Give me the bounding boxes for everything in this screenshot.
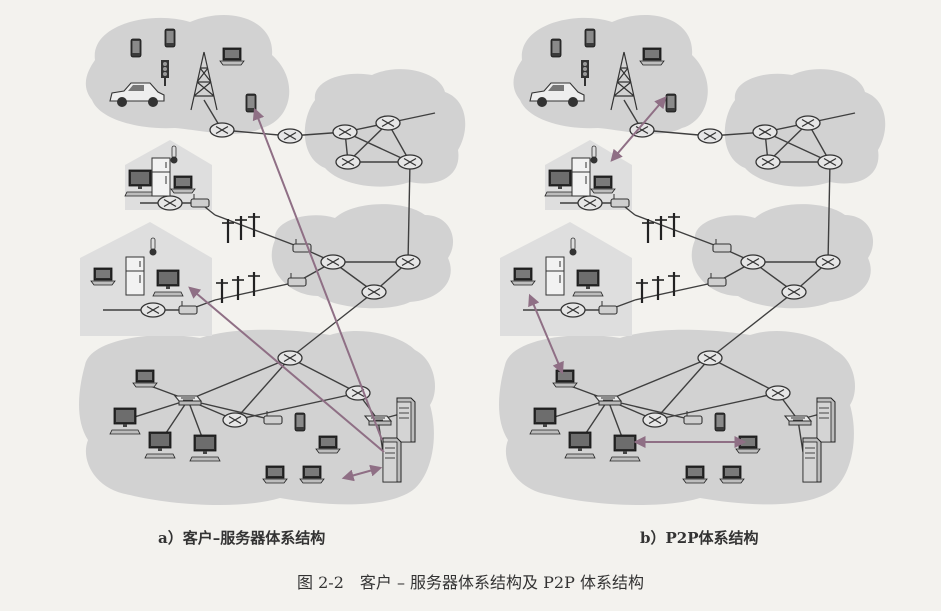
phone-icon	[714, 412, 726, 432]
phone-icon	[665, 93, 677, 113]
server-icon	[816, 397, 836, 443]
refrigerator-icon	[151, 157, 171, 197]
laptop-icon	[315, 435, 341, 454]
refrigerator-icon	[545, 256, 565, 296]
desktop-icon	[189, 434, 221, 462]
router-icon	[697, 128, 723, 144]
laptop-icon	[590, 175, 616, 194]
laptop-icon	[682, 465, 708, 484]
router-icon	[577, 195, 603, 211]
router-icon	[781, 284, 807, 300]
desktop-icon	[544, 169, 576, 197]
router-icon	[395, 254, 421, 270]
router-icon	[697, 350, 723, 366]
switch-icon	[594, 395, 622, 406]
router-icon	[397, 154, 423, 170]
laptop-icon	[552, 369, 578, 388]
router-icon	[795, 115, 821, 131]
laptop-icon	[132, 369, 158, 388]
desktop-icon	[144, 431, 176, 459]
panel-a	[79, 14, 466, 506]
phone-icon	[164, 28, 176, 48]
router-icon	[815, 254, 841, 270]
server-icon	[382, 437, 402, 483]
enterprise-network-cloud	[79, 329, 435, 506]
router-icon	[277, 350, 303, 366]
laptop-icon	[299, 465, 325, 484]
router-icon	[560, 302, 586, 318]
router-icon	[335, 154, 361, 170]
laptop-icon	[90, 267, 116, 286]
laptop-icon	[639, 47, 665, 66]
desktop-icon	[572, 269, 604, 297]
router-icon	[209, 122, 235, 138]
isp-cloud-middle	[271, 204, 454, 309]
router-icon	[222, 412, 248, 428]
router-icon	[320, 254, 346, 270]
router-icon	[755, 154, 781, 170]
router-icon	[765, 385, 791, 401]
laptop-icon	[170, 175, 196, 194]
server-icon	[802, 437, 822, 483]
router-icon	[642, 412, 668, 428]
router-icon	[277, 128, 303, 144]
laptop-icon	[510, 267, 536, 286]
switch-icon	[784, 415, 812, 426]
router-icon	[361, 284, 387, 300]
desktop-icon	[609, 434, 641, 462]
phone-icon	[245, 93, 257, 113]
desktop-icon	[124, 169, 156, 197]
enterprise-network-cloud	[499, 329, 855, 506]
mobile-network-cloud	[513, 14, 708, 134]
phone-icon	[550, 38, 562, 58]
server-icon	[396, 397, 416, 443]
desktop-icon	[529, 407, 561, 435]
laptop-icon	[735, 435, 761, 454]
router-icon	[752, 124, 778, 140]
mobile-network-cloud	[85, 14, 290, 134]
refrigerator-icon	[125, 256, 145, 296]
laptop-icon	[262, 465, 288, 484]
phone-icon	[130, 38, 142, 58]
laptop-icon	[219, 47, 245, 66]
router-icon	[817, 154, 843, 170]
caption-p2p: b）P2P体系结构	[640, 529, 759, 547]
isp-cloud-middle	[691, 204, 874, 309]
router-icon	[740, 254, 766, 270]
router-icon	[140, 302, 166, 318]
desktop-icon	[564, 431, 596, 459]
router-icon	[332, 124, 358, 140]
refrigerator-icon	[571, 157, 591, 197]
desktop-icon	[152, 269, 184, 297]
laptop-icon	[719, 465, 745, 484]
panel-b	[499, 14, 886, 506]
figure-title: 图 2-2 客户 – 服务器体系结构及 P2P 体系结构	[297, 573, 644, 592]
phone-icon	[584, 28, 596, 48]
router-icon	[157, 195, 183, 211]
desktop-icon	[109, 407, 141, 435]
switch-icon	[364, 415, 392, 426]
switch-icon	[174, 395, 202, 406]
phone-icon	[294, 412, 306, 432]
router-icon	[375, 115, 401, 131]
caption-client-server: a）客户–服务器体系结构	[158, 529, 326, 547]
